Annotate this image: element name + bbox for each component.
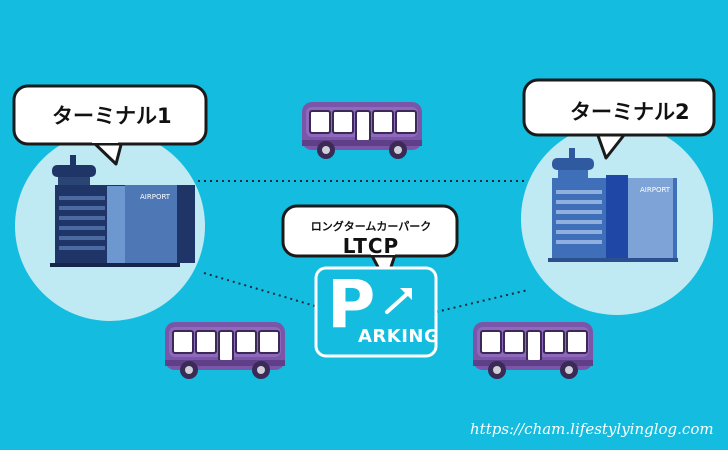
bus-icon: [164, 321, 286, 380]
terminal-1-sign: AIRPORT: [140, 193, 171, 201]
terminal-1-bubble: [12, 84, 208, 166]
terminal-2-label: ターミナル2: [570, 100, 690, 124]
ltcp-code-label: LTCP: [342, 234, 400, 258]
ltcp-bubble: [281, 204, 459, 284]
terminal-1-label: ターミナル1: [52, 104, 172, 128]
terminal-building-icon: [548, 148, 678, 262]
bus-icon: [472, 321, 594, 380]
source-url: https://cham.lifestylyinglog.com: [470, 420, 714, 438]
bus-icon: [301, 101, 423, 160]
terminal-2-sign: AIRPORT: [640, 186, 671, 194]
terminal-building-icon: [50, 155, 195, 267]
parking-sign-text: ARKING: [358, 326, 440, 347]
ltcp-kana-label: ロングタームカーパーク: [310, 220, 432, 233]
route-line-t1-parking: [203, 272, 316, 307]
route-line-t2-parking: [435, 289, 529, 313]
parking-sign-initial: P: [327, 266, 376, 343]
arrow-icon: [385, 288, 412, 314]
terminal-2-bubble: [522, 78, 716, 160]
